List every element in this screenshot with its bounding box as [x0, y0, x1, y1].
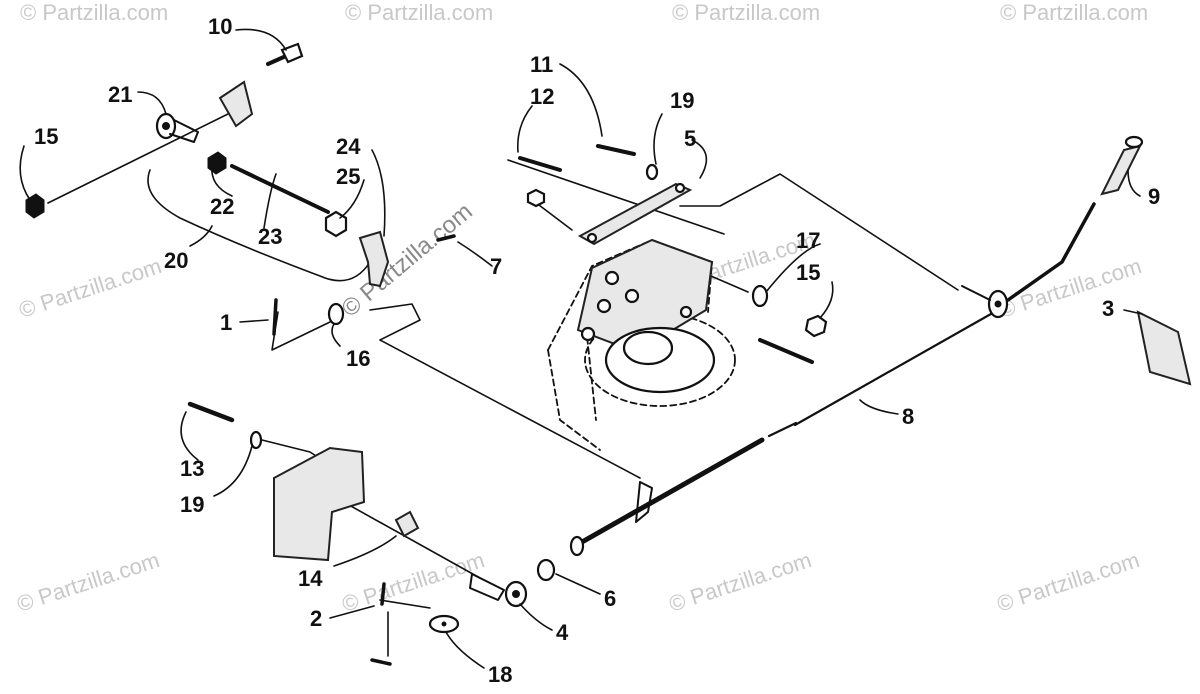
callout-22: 22 [210, 194, 234, 219]
callout-9: 9 [1148, 184, 1160, 209]
callout-3: 3 [1102, 296, 1114, 321]
callout-13: 13 [180, 456, 204, 481]
callout-20: 20 [164, 248, 188, 273]
callout-8: 8 [902, 404, 914, 429]
callout-1: 1 [220, 310, 232, 335]
callout-4: 4 [556, 620, 569, 645]
callout-10: 10 [208, 14, 232, 39]
decal-3 [1136, 310, 1192, 386]
callout-17: 17 [796, 228, 820, 253]
assembly-lines [47, 111, 959, 657]
callout-leaders [19, 28, 1143, 669]
watermark: © Partzilla.com [14, 547, 163, 617]
callout-labels: 10 21 15 22 23 20 24 25 7 1 16 11 12 19 … [34, 14, 1160, 687]
watermark: © Partzilla.com [339, 547, 488, 617]
shaft-8 [569, 285, 1009, 557]
pulley-block [576, 238, 716, 394]
watermark-layer: © Partzilla.com © Partzilla.com © Partzi… [14, 0, 1148, 617]
callout-16: 16 [346, 346, 370, 371]
watermark: © Partzilla.com [666, 547, 815, 617]
callout-19-top: 19 [670, 88, 694, 113]
watermark: © Partzilla.com [16, 253, 165, 323]
callout-21: 21 [108, 82, 132, 107]
callout-15-right: 15 [796, 260, 820, 285]
callout-6: 6 [604, 586, 616, 611]
callout-14: 14 [298, 566, 323, 591]
callout-5: 5 [684, 126, 696, 151]
bracket-lower-left [187, 401, 420, 562]
watermark: © Partzilla.com [1000, 0, 1148, 25]
callout-18: 18 [488, 662, 512, 687]
callout-2: 2 [310, 606, 322, 631]
watermark: © Partzilla.com [20, 0, 168, 25]
callout-15: 15 [34, 124, 58, 149]
hardware-17-15 [751, 284, 828, 364]
callout-7: 7 [490, 254, 502, 279]
callout-19-bottom: 19 [180, 492, 204, 517]
callout-25: 25 [336, 164, 360, 189]
watermark: © Partzilla.com [996, 253, 1145, 323]
watermark: © Partzilla.com [994, 547, 1143, 617]
callout-24: 24 [336, 134, 361, 159]
callout-11: 11 [530, 52, 553, 77]
rod-end-lower [370, 558, 556, 666]
watermark: © Partzilla.com [345, 0, 493, 25]
watermark: © Partzilla.com [672, 0, 820, 25]
callout-12: 12 [530, 84, 554, 109]
bracket-5 [518, 144, 693, 246]
shift-lever-9 [1006, 135, 1144, 302]
callout-23: 23 [258, 224, 282, 249]
